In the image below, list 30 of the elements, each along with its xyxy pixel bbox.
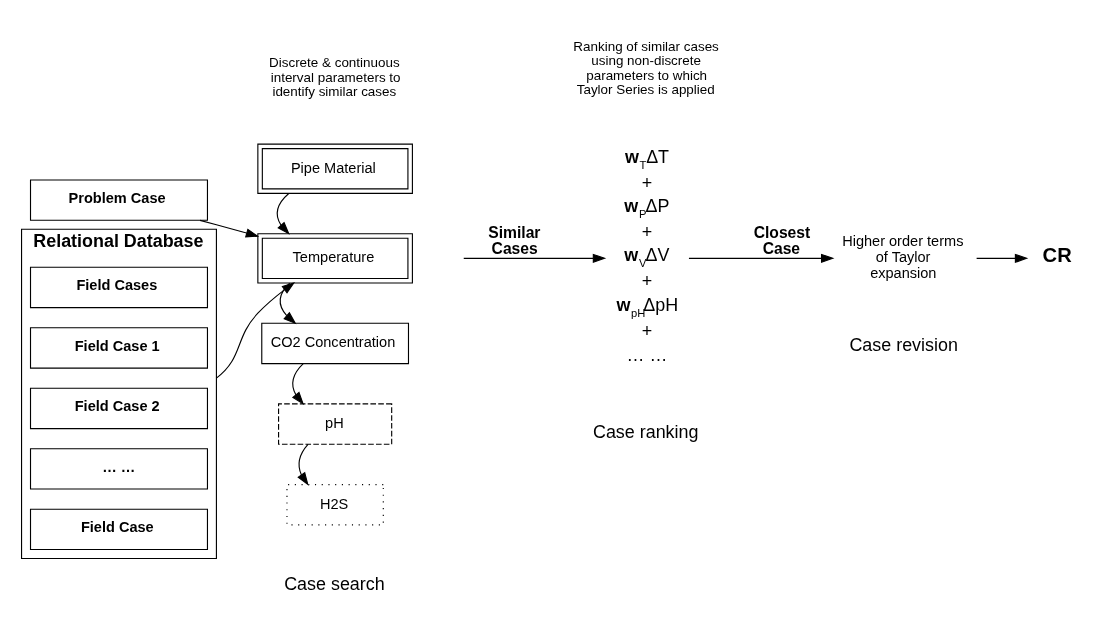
node-box: … … xyxy=(29,448,208,490)
node-box: Field Case 2 xyxy=(29,387,208,430)
arrow xyxy=(297,443,309,486)
node-box: Pipe Material xyxy=(257,143,413,194)
edge-label: Similar Cases xyxy=(488,224,541,258)
node-box: Problem Case xyxy=(29,179,208,221)
arrow xyxy=(976,253,1029,264)
label: Case ranking xyxy=(592,422,699,443)
arrow xyxy=(199,219,260,238)
node-box: Field Cases xyxy=(29,266,208,309)
node-text: w$_{T}$ΔT + w$_{P}$ΔP + w$_{V}$ΔV + w$_{pH}$ΔpH + … … xyxy=(616,146,679,366)
arrow xyxy=(279,282,297,325)
node-box: Temperature xyxy=(257,233,413,284)
label: Case revision xyxy=(849,335,958,356)
arrow xyxy=(215,282,296,379)
label: Discrete & continuous interval parameters to identify similar cases xyxy=(269,54,401,100)
node-box: pH xyxy=(278,403,393,445)
node-box: CO2 Concentration xyxy=(261,322,410,365)
node-box: Field Case 1 xyxy=(29,327,208,369)
node-box: Field Case xyxy=(29,508,208,551)
label: Ranking of similar cases using non-discrete parameters to which Taylor Series is applied xyxy=(573,38,719,98)
label: Case search xyxy=(284,573,385,594)
node-box: H2S xyxy=(286,484,384,526)
edge-label: Closest Case xyxy=(753,224,811,258)
node-text: Higher order terms of Taylor expansion xyxy=(842,233,964,281)
arrow xyxy=(688,253,835,264)
arrow xyxy=(463,253,607,264)
node-text: CR xyxy=(1042,244,1072,267)
arrow xyxy=(291,363,305,405)
arrow xyxy=(276,192,290,235)
